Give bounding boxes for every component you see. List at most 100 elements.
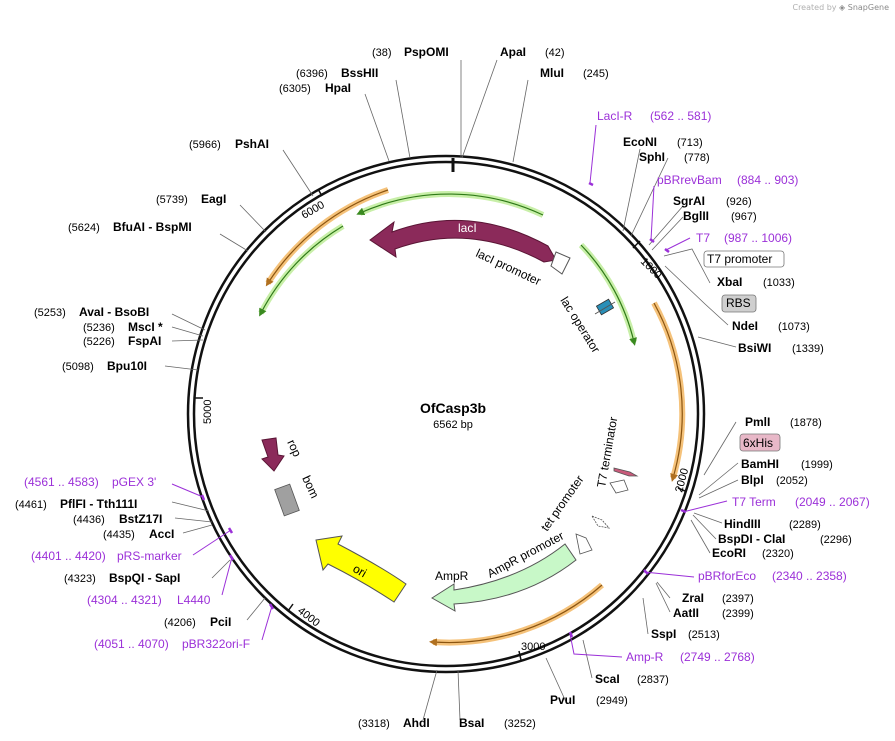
site-name[interactable]: BssHII: [341, 66, 378, 80]
site-name[interactable]: PvuI: [550, 693, 575, 707]
laci-label: lacI: [458, 221, 477, 235]
site-pos: (1878): [790, 417, 822, 429]
site-name[interactable]: AvaI - BsoBI: [79, 305, 149, 319]
site-pos: (4323): [64, 573, 96, 585]
primer-name[interactable]: pBRrevBam: [657, 173, 722, 187]
primer-range: (4401 .. 4420): [31, 549, 106, 563]
t7-terminator-label: T7 terminator: [594, 416, 620, 489]
primer-name[interactable]: T7: [696, 231, 710, 245]
site-name[interactable]: PciI: [210, 615, 231, 629]
tick-label: 5000: [202, 400, 214, 424]
feature-laci[interactable]: lacI: [369, 219, 557, 263]
snapgene-credit: Created by ◈ SnapGene: [792, 3, 889, 12]
site-pos: (1339): [792, 343, 824, 355]
primer-range: (4561 .. 4583): [24, 475, 99, 489]
feature-lac-operator: lac operator: [557, 294, 616, 355]
site-name[interactable]: BspDI - ClaI: [718, 532, 785, 546]
site-pos: (4435): [103, 529, 135, 541]
site-name[interactable]: PflFI - Tth111I: [60, 497, 137, 511]
site-pos: (1073): [778, 321, 810, 333]
snapgene-logo-icon: ◈: [839, 3, 846, 12]
site-name[interactable]: FspAI: [128, 334, 161, 348]
primer-name[interactable]: pBR322ori-F: [182, 637, 250, 651]
site-name[interactable]: BsaI: [459, 716, 484, 730]
site-pos: (5226): [83, 336, 115, 348]
site-name[interactable]: EagI: [201, 192, 226, 206]
site-name[interactable]: EcoRI: [712, 546, 746, 560]
site-pos: (4206): [164, 617, 196, 629]
ori-label: ori: [351, 561, 370, 580]
site-pos: (5236): [83, 322, 115, 334]
primer-name[interactable]: Amp-R: [626, 650, 664, 664]
primer-range: (2749 .. 2768): [680, 650, 755, 664]
site-name[interactable]: PshAI: [235, 137, 269, 151]
site-name[interactable]: BspQI - SapI: [109, 571, 180, 585]
site-name[interactable]: AccI: [149, 527, 174, 541]
site-pos: (5739): [156, 194, 188, 206]
site-pos: (1999): [801, 459, 833, 471]
site-pos: (2289): [789, 519, 821, 531]
tick-label: 1000: [638, 256, 664, 282]
site-pos: (5253): [34, 307, 66, 319]
tet-promoter-label: tet promoter: [538, 473, 587, 534]
site-name[interactable]: BglII: [683, 209, 709, 223]
credit-prefix: Created by: [792, 3, 837, 12]
site-name[interactable]: BstZ17I: [119, 512, 162, 526]
site-name[interactable]: BamHI: [741, 457, 779, 471]
primer-name[interactable]: L4440: [177, 593, 211, 607]
site-pos: (2949): [596, 695, 628, 707]
site-name[interactable]: PspOMI: [404, 45, 449, 59]
feature-laci-promoter: lacI promoter: [474, 246, 571, 288]
primer-leader-lines: [171, 124, 728, 658]
site-name[interactable]: SgrAI: [673, 194, 705, 208]
site-pos: (1033): [763, 277, 795, 289]
plasmid-name: OfCasp3b: [420, 400, 486, 416]
primer-name[interactable]: pRS-marker: [117, 549, 182, 563]
feature-rop[interactable]: rop: [261, 437, 304, 472]
primer-name[interactable]: pBRforEco: [698, 569, 756, 583]
site-name[interactable]: MluI: [540, 66, 564, 80]
site-name[interactable]: AhdI: [403, 716, 430, 730]
feature-ori[interactable]: ori: [315, 535, 407, 603]
primer-name[interactable]: T7 Term: [732, 495, 776, 509]
tick-label: 3000: [521, 641, 545, 653]
primer-name[interactable]: pGEX 3': [112, 475, 156, 489]
site-name[interactable]: BfuAI - BspMI: [113, 220, 192, 234]
site-name[interactable]: XbaI: [717, 275, 742, 289]
site-name[interactable]: MscI *: [128, 320, 163, 334]
boxed-labels: T7 promoter RBS 6xHis: [703, 250, 785, 452]
site-name[interactable]: HindIII: [724, 517, 761, 531]
site-name[interactable]: NdeI: [732, 319, 758, 333]
site-name[interactable]: SphI: [639, 150, 665, 164]
site-pos: (42): [545, 47, 565, 59]
site-name[interactable]: ScaI: [595, 672, 620, 686]
primer-range: (4051 .. 4070): [94, 637, 169, 651]
site-pos: (6396): [296, 68, 328, 80]
site-name[interactable]: Bpu10I: [107, 359, 147, 373]
site-name[interactable]: BsiWI: [738, 341, 771, 355]
feature-ampr[interactable]: AmpR AmpR promoter: [431, 529, 593, 612]
site-pos: (245): [583, 68, 609, 80]
feature-bom: bom: [274, 473, 322, 517]
site-pos: (2513): [688, 629, 720, 641]
primer-labels: LacI-R (562 .. 581) pBRrevBam (884 .. 90…: [24, 109, 870, 664]
plasmid-title: OfCasp3b 6562 bp: [420, 400, 486, 431]
site-name[interactable]: SspI: [651, 627, 676, 641]
primer-range: (562 .. 581): [650, 109, 711, 123]
site-pos: (967): [731, 211, 757, 223]
tick-label: 6000: [300, 199, 327, 222]
6xhis-label: 6xHis: [743, 436, 773, 450]
site-pos: (713): [677, 137, 703, 149]
site-name[interactable]: PmlI: [745, 415, 770, 429]
site-name[interactable]: ZraI: [682, 591, 704, 605]
site-name[interactable]: HpaI: [325, 81, 351, 95]
site-name[interactable]: AatII: [673, 606, 699, 620]
rop-label: rop: [284, 437, 304, 459]
site-pos: (2397): [722, 593, 754, 605]
primer-name[interactable]: LacI-R: [597, 109, 633, 123]
feature-t7-terminator: T7 terminator: [594, 416, 639, 494]
site-name[interactable]: EcoNI: [623, 135, 657, 149]
site-name[interactable]: BlpI: [741, 473, 764, 487]
site-name[interactable]: ApaI: [500, 45, 526, 59]
